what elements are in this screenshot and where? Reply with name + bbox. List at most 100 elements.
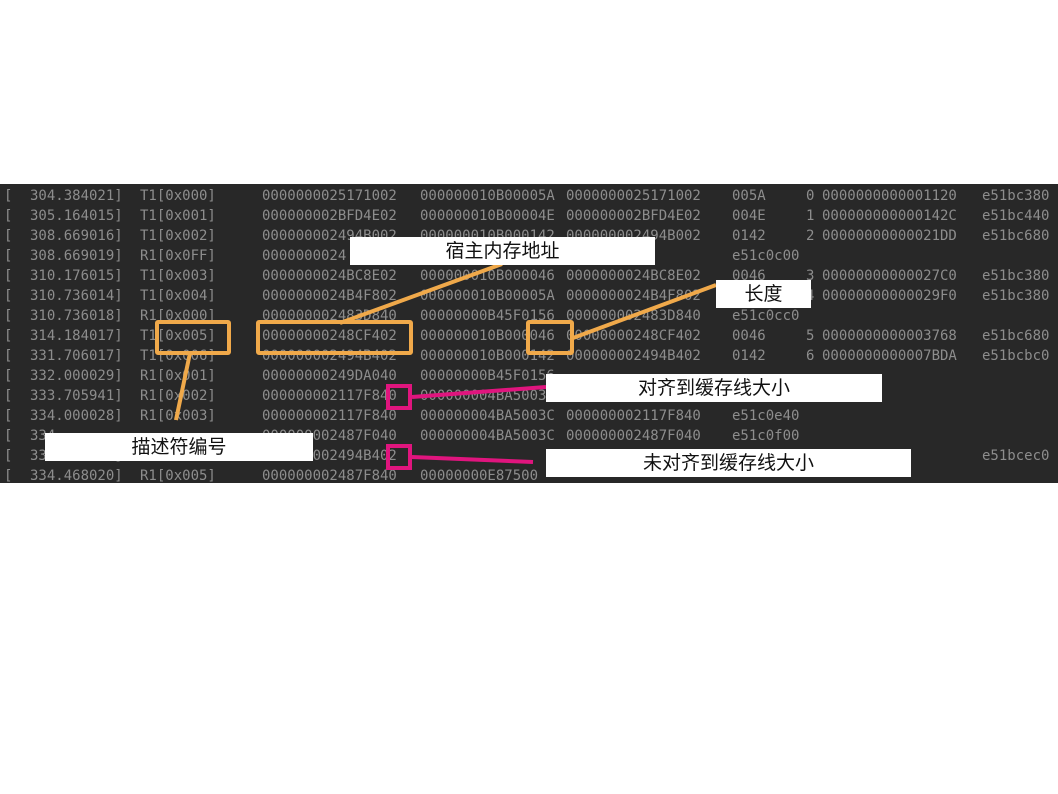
log-field-c: 00000000248CF402: [566, 328, 701, 344]
log-field-a: 0000000024B4F802: [262, 288, 397, 304]
log-field-f: 00000000000027C0: [822, 268, 957, 284]
log-field-g: e51bcec0: [982, 448, 1050, 464]
length-highlight: [526, 320, 574, 355]
descriptor-number-highlight: [155, 320, 231, 355]
log-field-b: 000000004BA5003C: [420, 428, 555, 444]
log-field-a: 000000002BFD4E02: [262, 208, 397, 224]
log-field-bracket: [: [4, 268, 13, 284]
log-field-a: 0000000024BC8E02: [262, 268, 397, 284]
log-field-f: 000000000000142C: [822, 208, 957, 224]
log-field-a: 000000002117F840: [262, 408, 397, 424]
log-field-a: 00000000249DA040: [262, 368, 397, 384]
log-field-d: e51c0f00: [732, 428, 800, 444]
log-field-b: 000000010B00005A: [420, 188, 555, 204]
log-field-b: 00000000B45F0156: [420, 308, 555, 324]
descriptor-number-label: 描述符编号: [45, 433, 313, 461]
log-field-c: 000000002487F040: [566, 428, 701, 444]
log-field-a: 00000000248CF402: [262, 328, 397, 344]
log-field-bracket: [: [4, 368, 13, 384]
log-field-tag: T1[0x003]: [140, 268, 216, 284]
log-field-f: 0000000000007BDA: [822, 348, 957, 364]
log-field-bracket: [: [4, 208, 13, 224]
not-aligned-to-cache-line-label: 未对齐到缓存线大小: [546, 449, 911, 477]
log-field-c: 000000002BFD4E02: [566, 208, 701, 224]
log-field-f: 00000000000021DD: [822, 228, 957, 244]
log-field-tag: T1[0x002]: [140, 228, 216, 244]
log-field-d: 0142: [732, 228, 766, 244]
log-field-c: 000000002117F840: [566, 408, 701, 424]
log-field-d: 004E: [732, 208, 766, 224]
log-field-d: 0142: [732, 348, 766, 364]
log-field-bracket: [: [4, 188, 13, 204]
log-field-bracket: [: [4, 468, 13, 483]
log-field-g: e51bc680: [982, 328, 1050, 344]
log-field-time: 308.669019]: [30, 248, 123, 264]
log-field-e: 3: [806, 268, 815, 284]
log-field-time: 310.176015]: [30, 268, 123, 284]
host-address-highlight: [256, 320, 413, 355]
log-field-g: e51bc380: [982, 188, 1050, 204]
log-field-a: 0000000024: [262, 248, 347, 264]
log-field-time: 333.705941]: [30, 388, 123, 404]
length-callout-line: [572, 283, 717, 340]
log-field-d: 0046: [732, 328, 766, 344]
log-field-g: e51bc440: [982, 208, 1050, 224]
log-field-c: 0000000024B4F802: [566, 288, 701, 304]
log-field-f: 00000000000029F0: [822, 288, 957, 304]
log-field-time: 331.706017]: [30, 348, 123, 364]
log-field-f: 0000000000003768: [822, 328, 957, 344]
log-field-time: 310.736014]: [30, 288, 123, 304]
log-field-b: 000000004BA5003C: [420, 408, 555, 424]
log-field-tag: R1[0x002]: [140, 388, 216, 404]
log-field-bracket: [: [4, 228, 13, 244]
log-field-g: e51bc380: [982, 268, 1050, 284]
log-field-g: e51bcbc0: [982, 348, 1050, 364]
log-field-d: e51c0e40: [732, 408, 800, 424]
unaligned-callout-line: [411, 455, 534, 464]
log-field-bracket: [: [4, 288, 13, 304]
log-field-c: 0000000025171002: [566, 188, 701, 204]
log-field-c: 000000002494B402: [566, 348, 701, 364]
log-field-tag: T1[0x001]: [140, 208, 216, 224]
log-field-b: 000000010B000142: [420, 348, 555, 364]
log-field-e: 5: [806, 328, 815, 344]
log-field-time: 308.669016]: [30, 228, 123, 244]
descriptor-callout-line: [174, 352, 192, 421]
log-field-b: 000000010B00005A: [420, 288, 555, 304]
log-field-a: 000000002487F840: [262, 468, 397, 483]
log-field-tag: R1[0x005]: [140, 468, 216, 483]
log-field-b: 000000010B000046: [420, 328, 555, 344]
log-field-g: e51bc380: [982, 288, 1050, 304]
log-field-d: e51c0c00: [732, 248, 800, 264]
log-field-c: 0000000024BC8E02: [566, 268, 701, 284]
log-field-e: 1: [806, 208, 815, 224]
log-field-bracket: [: [4, 448, 13, 464]
log-field-tag: R1[0x0FF]: [140, 248, 216, 264]
log-field-time: 304.384021]: [30, 188, 123, 204]
log-field-tag: T1[0x000]: [140, 188, 216, 204]
log-field-bracket: [: [4, 408, 13, 424]
log-field-bracket: [: [4, 328, 13, 344]
aligned-callout-line: [411, 385, 547, 399]
log-field-a: 000000002117F840: [262, 388, 397, 404]
log-field-tag: R1[0x001]: [140, 368, 216, 384]
log-field-f: 0000000000001120: [822, 188, 957, 204]
log-field-g: e51bc680: [982, 228, 1050, 244]
log-field-time: 310.736018]: [30, 308, 123, 324]
aligned-to-cache-line-label: 对齐到缓存线大小: [546, 374, 882, 402]
log-field-b: 00000000B45F0156: [420, 368, 555, 384]
log-field-time: 334.000028]: [30, 408, 123, 424]
log-field-b: 00000000E87500: [420, 468, 539, 483]
log-field-bracket: [: [4, 388, 13, 404]
length-label: 长度: [716, 280, 811, 308]
log-field-e: 0: [806, 188, 815, 204]
host-memory-address-label: 宿主内存地址: [350, 237, 655, 265]
log-field-bracket: [: [4, 248, 13, 264]
log-field-a: 0000000025171002: [262, 188, 397, 204]
log-field-e: 2: [806, 228, 815, 244]
unaligned-address-highlight: [386, 444, 412, 470]
aligned-address-highlight: [386, 384, 412, 410]
log-field-time: 305.164015]: [30, 208, 123, 224]
